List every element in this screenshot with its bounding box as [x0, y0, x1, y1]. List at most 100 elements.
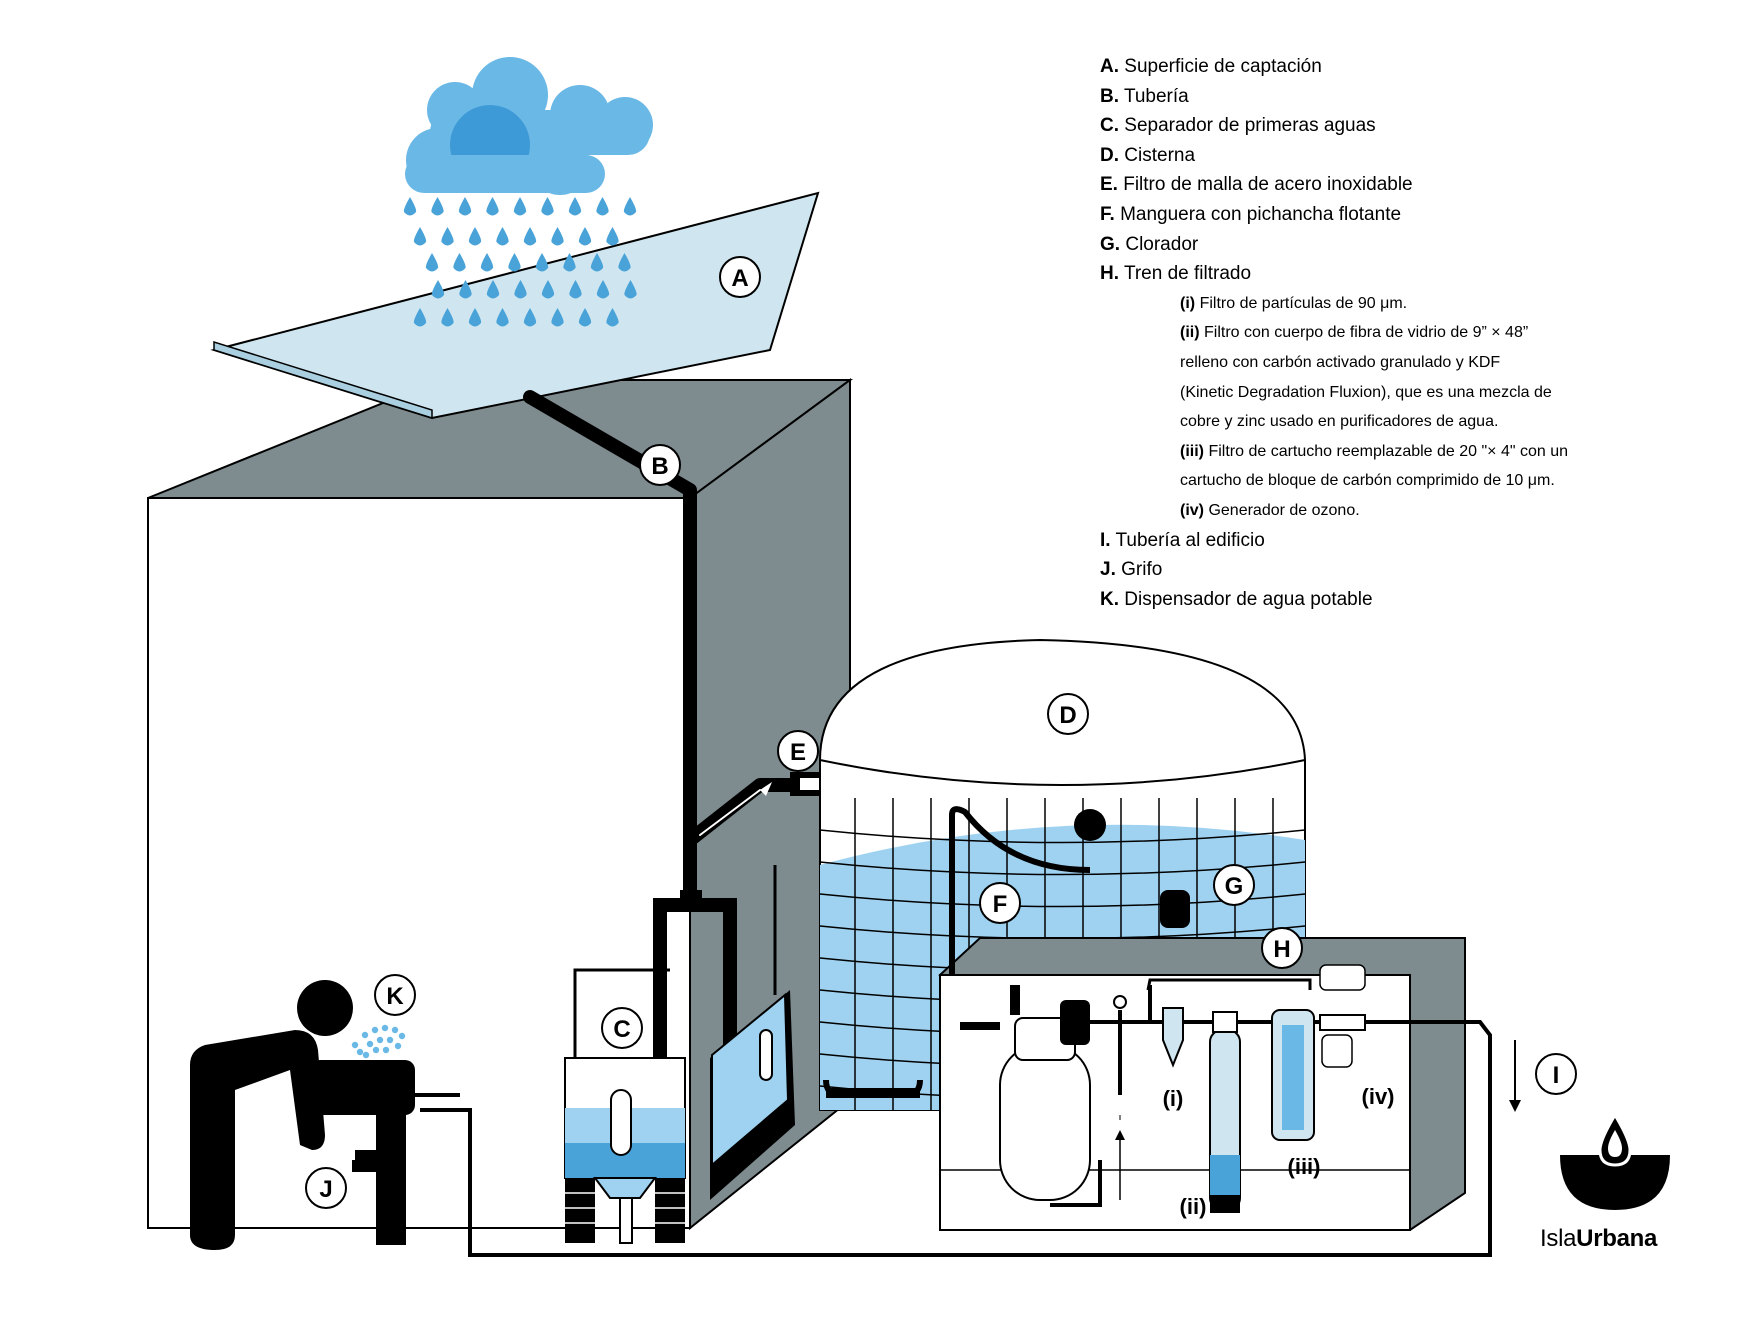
legend-key: G.	[1100, 233, 1121, 255]
raindrop-icon	[441, 227, 454, 246]
svg-text:I: I	[1553, 1062, 1560, 1089]
sub-label-iv: (iv)	[1362, 1084, 1395, 1109]
legend-text: Filtro de malla de acero inoxidable	[1123, 174, 1413, 196]
label-C: C	[601, 1007, 643, 1049]
raindrop-icon	[563, 253, 576, 272]
raindrop-icon	[431, 280, 445, 299]
svg-text:G: G	[1225, 873, 1244, 900]
first-flush-separator	[564, 890, 737, 1244]
label-E: E	[777, 730, 819, 772]
raindrop-icon	[618, 253, 631, 272]
label-A: A	[719, 256, 761, 298]
raindrop-icon	[523, 308, 537, 327]
label-K: K	[374, 974, 416, 1016]
raindrop-icon	[403, 197, 417, 216]
raindrop-icon	[551, 308, 564, 327]
label-I: I	[1535, 1053, 1577, 1095]
legend-row: (iii) Filtro de cartucho reemplazable de…	[1100, 437, 1740, 467]
legend-text: Superficie de captación	[1124, 56, 1322, 77]
sub-label-i: (i)	[1163, 1086, 1184, 1111]
legend-text: relleno con carbón activado granulado y …	[1180, 353, 1501, 371]
raindrop-icon	[480, 253, 494, 272]
legend-row: cobre y zinc usado en purificadores de a…	[1100, 407, 1740, 437]
filter-sub-labels: (i) (ii) (iii) (iv)	[1163, 1084, 1395, 1219]
sub-label-iii: (iii)	[1288, 1154, 1321, 1179]
legend-key: I.	[1100, 529, 1111, 551]
raindrop-icon	[468, 308, 482, 327]
legend-text: Filtro de cartucho reemplazable de 20 "×…	[1208, 442, 1569, 460]
legend-key: J.	[1100, 559, 1116, 581]
svg-text:E: E	[790, 739, 806, 766]
legend-text: Generador de ozono.	[1208, 501, 1360, 519]
svg-text:K: K	[386, 983, 404, 1010]
legend-row: (i) Filtro de partículas de 90 μm.	[1100, 289, 1740, 319]
raindrop-icon	[551, 227, 564, 246]
raindrop-icon	[623, 197, 637, 216]
raindrop-icon	[578, 308, 592, 327]
legend-row: (iv) Generador de ozono.	[1100, 496, 1740, 526]
legend-key: (iii)	[1180, 442, 1204, 460]
legend-text: (Kinetic Degradation Fluxion), que es un…	[1180, 383, 1552, 401]
drinking-fountain	[310, 1060, 460, 1245]
raindrop-icon	[431, 197, 444, 216]
legend-key: A.	[1100, 56, 1119, 77]
legend-row: E. Filtro de malla de acero inoxidable	[1100, 170, 1740, 200]
legend-text: Tren de filtrado	[1123, 263, 1252, 285]
legend-row: B. Tubería	[1100, 82, 1740, 112]
legend-key: (iv)	[1180, 501, 1204, 519]
legend-text: Clorador	[1125, 233, 1199, 255]
raindrop-icon	[458, 197, 472, 216]
svg-text:D: D	[1059, 702, 1076, 729]
raindrop-icon	[624, 280, 637, 299]
label-J: J	[305, 1167, 347, 1209]
legend-row: J. Grifo	[1100, 555, 1740, 585]
legend-text: Filtro con cuerpo de fibra de vidrio de …	[1204, 324, 1529, 342]
legend-key: D.	[1100, 144, 1119, 166]
legend-row: C. Separador de primeras aguas	[1100, 111, 1740, 141]
legend-row: H. Tren de filtrado	[1100, 259, 1740, 289]
legend-text: Tubería	[1123, 85, 1189, 107]
raindrop-icon	[413, 227, 427, 246]
legend-row: cartucho de bloque de carbón comprimido …	[1100, 466, 1740, 496]
legend-row: D. Cisterna	[1100, 141, 1740, 171]
raindrop-icon	[523, 227, 537, 246]
raindrop-icon	[486, 197, 499, 216]
legend-key: (i)	[1180, 294, 1196, 312]
legend-key: B.	[1100, 85, 1119, 107]
raindrop-icon	[596, 280, 610, 299]
raindrop-icon	[468, 227, 482, 246]
raindrop-icon	[453, 253, 466, 272]
legend-row: relleno con carbón activado granulado y …	[1100, 348, 1740, 378]
label-F: F	[979, 882, 1021, 924]
raindrop-icon	[413, 308, 427, 327]
label-H: H	[1261, 927, 1303, 969]
raindrop-icon	[596, 197, 609, 216]
svg-text:F: F	[993, 891, 1008, 918]
legend-text: cartucho de bloque de carbón comprimido …	[1180, 472, 1555, 490]
svg-text:H: H	[1273, 936, 1290, 963]
svg-text:J: J	[319, 1176, 332, 1203]
legend-key: H.	[1100, 263, 1119, 285]
raindrop-icon	[508, 253, 521, 272]
brand-wordmark: IslaUrbana	[1540, 1225, 1657, 1253]
water-spray	[351, 1024, 406, 1059]
raindrop-icon	[486, 280, 500, 299]
raindrop-icon	[441, 308, 454, 327]
raindrops	[403, 197, 637, 327]
label-D: D	[1047, 693, 1089, 735]
legend-text: Grifo	[1121, 559, 1163, 581]
outlet-arrow	[1509, 1040, 1521, 1112]
raindrop-icon	[459, 280, 472, 299]
raindrop-icon	[535, 253, 549, 272]
label-G: G	[1213, 864, 1255, 906]
legend-key: E.	[1100, 174, 1118, 196]
raindrop-icon	[606, 227, 619, 246]
label-B: B	[639, 444, 681, 486]
legend-row: (Kinetic Degradation Fluxion), que es un…	[1100, 378, 1740, 408]
raindrop-icon	[541, 280, 555, 299]
legend-row: F. Manguera con pichancha flotante	[1100, 200, 1740, 230]
legend-text: Tubería al edificio	[1115, 529, 1265, 551]
storage-tank-small	[710, 865, 795, 1200]
